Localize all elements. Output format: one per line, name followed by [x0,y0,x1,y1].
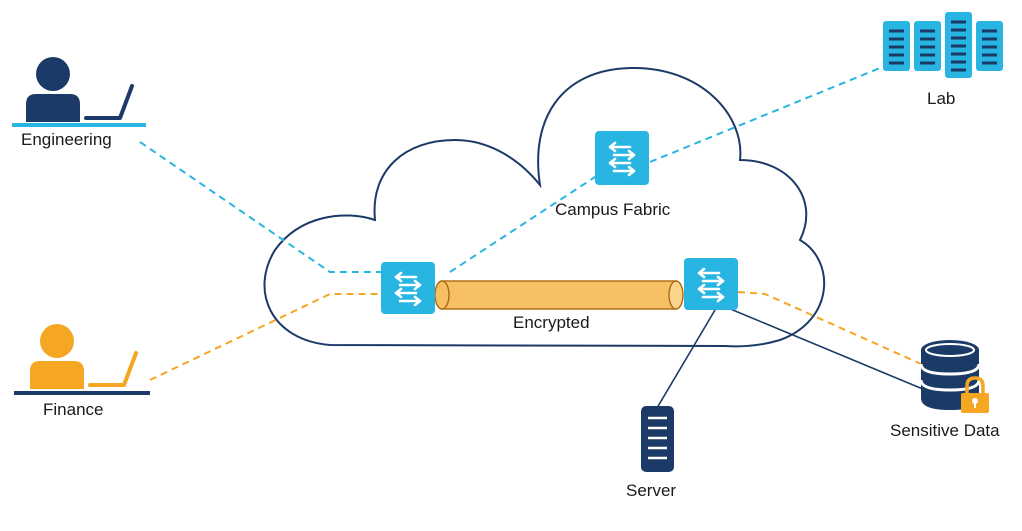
server-link [656,309,716,409]
campus-fabric-switch-icon [595,131,649,185]
label-server: Server [626,481,677,500]
label-finance: Finance [43,400,104,419]
label-encrypted: Encrypted [513,313,590,332]
sensitive-data-link-dashed [737,291,931,369]
label-sensitive-data: Sensitive Data [890,421,1000,440]
database-lock-icon [919,340,989,413]
fabric-link-dashed [449,174,599,273]
switch-right-icon [684,258,738,310]
lab-server-rack-icon [883,12,1003,78]
engineering-link-dashed [139,141,385,273]
server-icon [641,406,674,472]
label-lab: Lab [927,89,956,108]
finance-user-icon [14,324,150,395]
switch-left-icon [381,262,435,314]
label-campus-fabric: Campus Fabric [555,200,671,219]
database-link [727,307,931,393]
lab-link-dashed [649,67,881,163]
finance-link-dashed [149,293,385,381]
engineering-user-icon [12,57,146,127]
encrypted-tunnel [434,280,684,310]
label-engineering: Engineering [21,130,112,149]
